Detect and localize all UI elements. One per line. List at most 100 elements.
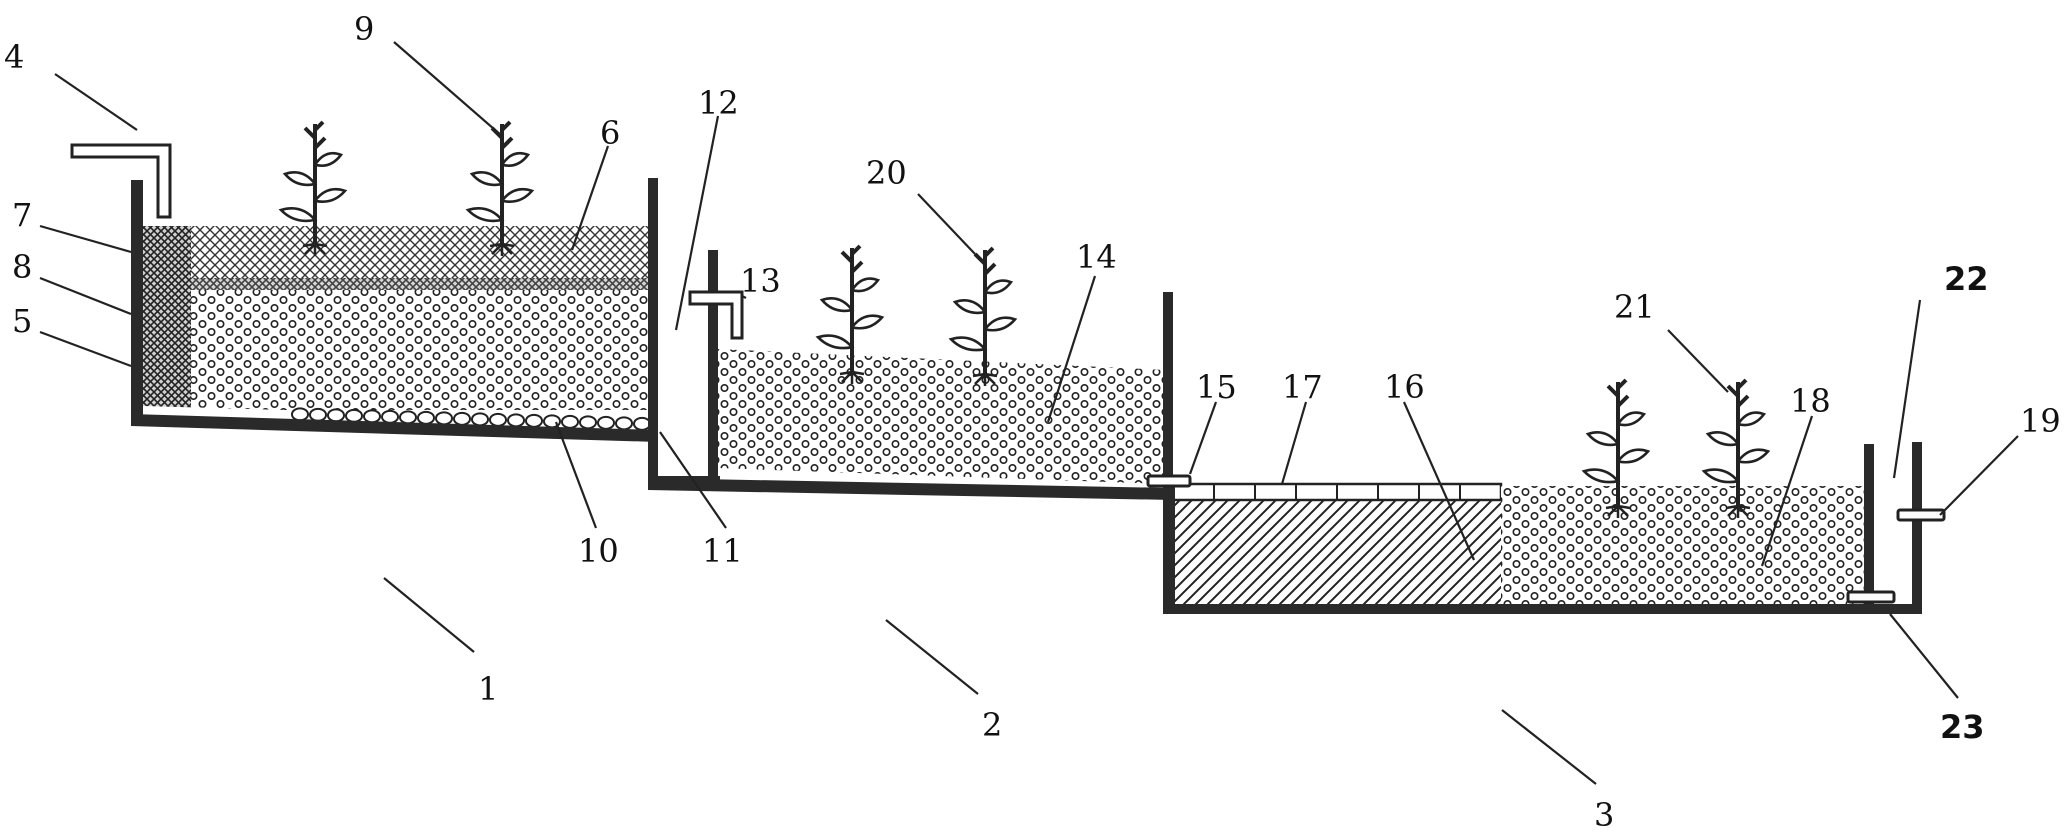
plant — [948, 246, 1018, 386]
cobble — [597, 415, 615, 430]
label-17: 17 — [1282, 368, 1323, 406]
tank-3-bottom — [1163, 604, 1874, 614]
cobble — [399, 410, 417, 425]
outlet-pipe-23 — [1846, 590, 1896, 604]
part-labels: 4 9 6 12 7 8 5 13 20 14 10 11 15 17 16 2… — [4, 10, 2061, 834]
label-5: 5 — [12, 302, 32, 340]
plant — [1581, 378, 1651, 518]
tank-3-left-wall — [1163, 484, 1175, 614]
tank-2 — [648, 250, 1173, 500]
leader-6 — [570, 145, 610, 251]
label-10: 10 — [578, 532, 619, 570]
cobble — [291, 407, 309, 422]
outlet-well-bottom — [1874, 604, 1922, 614]
label-3: 3 — [1594, 796, 1614, 834]
cobble — [489, 412, 507, 427]
label-4: 4 — [4, 38, 24, 76]
outlet-well-wall — [1912, 442, 1922, 614]
cobble — [327, 408, 345, 423]
transition-band — [191, 278, 648, 290]
label-7: 7 — [12, 196, 32, 234]
label-6: 6 — [600, 114, 620, 152]
label-1: 1 — [478, 670, 498, 708]
leader-7 — [39, 224, 132, 254]
cobble — [615, 416, 633, 431]
leader-1 — [383, 577, 475, 653]
tank-2-right-wall — [1163, 292, 1173, 492]
leader-4 — [54, 73, 138, 131]
cobble — [363, 409, 381, 424]
cobble — [525, 413, 543, 428]
label-23: 23 — [1940, 708, 1985, 746]
plant — [278, 120, 348, 256]
label-18: 18 — [1790, 382, 1831, 420]
label-8: 8 — [12, 248, 32, 286]
plant — [1701, 378, 1771, 518]
leader-23 — [1889, 613, 1959, 699]
label-16: 16 — [1384, 368, 1425, 406]
leader-20 — [917, 193, 976, 255]
gravel-layer-14 — [718, 349, 1165, 484]
leader-13 — [741, 295, 747, 299]
leader-5 — [39, 330, 132, 368]
perforated-plate-17 — [1171, 482, 1503, 502]
connector-left-wall — [648, 178, 658, 486]
label-20: 20 — [866, 154, 907, 192]
leader-15 — [1188, 401, 1218, 475]
label-13: 13 — [740, 262, 781, 300]
leader-18 — [1760, 415, 1814, 567]
plant — [465, 120, 535, 256]
leader-9 — [393, 41, 503, 137]
cobble — [309, 407, 327, 422]
cobble — [381, 409, 399, 424]
leader-22 — [1892, 299, 1922, 479]
outlet-well — [1846, 442, 1946, 614]
leader-2 — [885, 619, 979, 695]
cobble — [453, 411, 471, 426]
label-15: 15 — [1196, 368, 1237, 406]
cobble — [507, 413, 525, 428]
inlet-pipe — [70, 143, 172, 219]
side-filter-column — [143, 226, 191, 416]
leader-11 — [659, 431, 727, 529]
label-21: 21 — [1614, 288, 1655, 326]
cobble — [417, 410, 435, 425]
leader-12 — [674, 115, 720, 331]
cobble — [435, 411, 453, 426]
outlet-pipe-13 — [688, 290, 744, 340]
gravel-layer — [191, 290, 648, 410]
cobble — [633, 416, 651, 431]
leader-19 — [1939, 435, 2019, 516]
leader-17 — [1280, 401, 1308, 485]
tank-2-bottom — [648, 478, 1173, 500]
label-11: 11 — [702, 532, 743, 570]
leader-14 — [1046, 275, 1097, 423]
leader-8 — [39, 276, 132, 316]
valve-19 — [1896, 508, 1946, 522]
label-19: 19 — [2020, 402, 2061, 440]
tank-2-left-wall — [708, 250, 718, 482]
cobble — [471, 412, 489, 427]
media-layer-16 — [1173, 500, 1501, 604]
gravel-layer-18 — [1501, 486, 1866, 606]
tank-3-right-wall — [1864, 444, 1874, 612]
transfer-pipe-15 — [1146, 474, 1192, 488]
leader-21 — [1667, 329, 1729, 393]
leader-lines — [39, 41, 2019, 785]
label-12: 12 — [698, 84, 739, 122]
soil-layer-6 — [191, 226, 648, 280]
leader-16 — [1402, 401, 1476, 561]
tank-1 — [131, 178, 658, 442]
label-2: 2 — [982, 706, 1002, 744]
plant — [815, 244, 885, 384]
leader-10 — [554, 421, 598, 529]
label-22: 22 — [1944, 260, 1989, 298]
label-14: 14 — [1076, 238, 1117, 276]
tank-3 — [1163, 444, 1874, 614]
cobble-bottom-layer — [143, 406, 651, 432]
cobble — [345, 408, 363, 423]
tank-1-left-wall — [131, 180, 143, 420]
plants — [278, 120, 1771, 518]
cobble — [579, 415, 597, 430]
